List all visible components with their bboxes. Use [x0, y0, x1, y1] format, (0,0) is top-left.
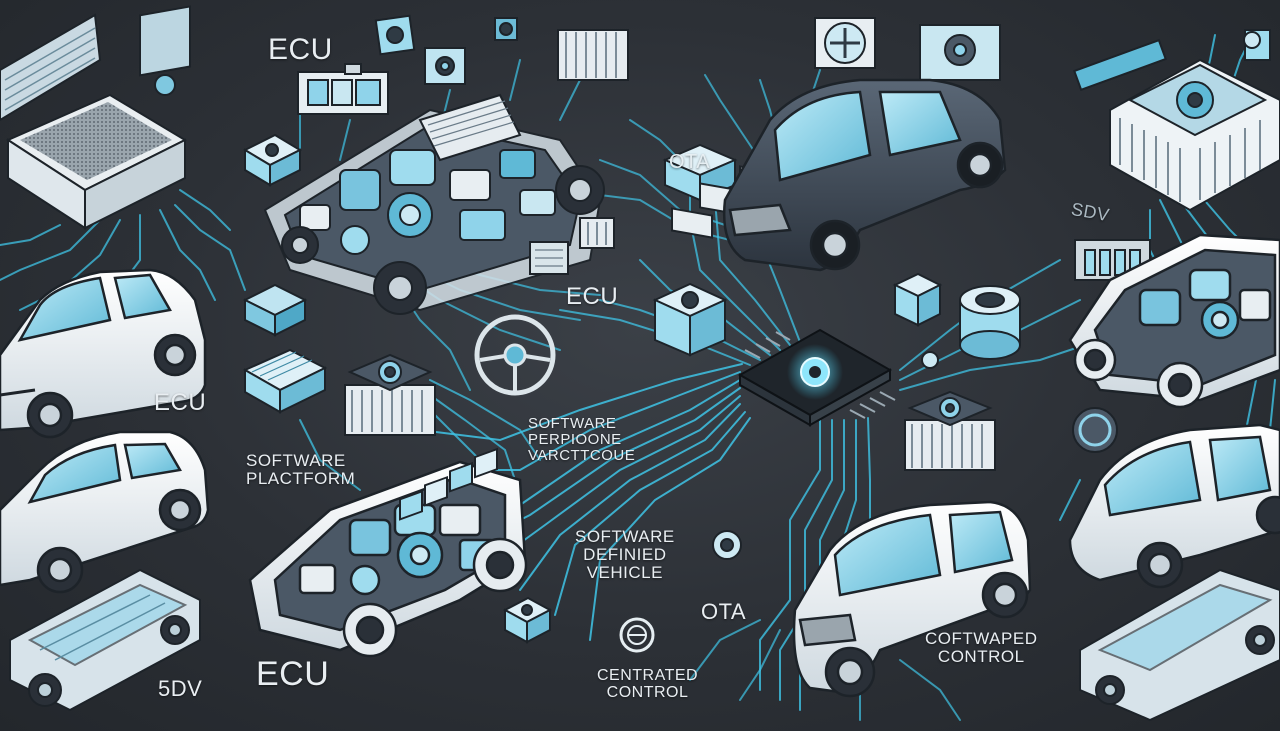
label-software-defined-vehicle: SOFTWARE DEFINIED VEHICLE	[575, 528, 675, 582]
fan-module-icon	[814, 17, 876, 69]
label-ecu-top: ECU	[268, 33, 333, 66]
left-car-2	[0, 430, 210, 594]
right-round-icon	[1072, 407, 1118, 453]
ota-cube-mid	[652, 282, 728, 357]
heatsink-module-top	[557, 29, 629, 81]
battery-module-icon	[297, 63, 389, 115]
steering-wheel-icon	[474, 314, 556, 396]
left-car-1	[0, 268, 207, 439]
processor-module-top	[919, 24, 1001, 81]
left-panel-module	[0, 13, 102, 122]
center-small-icons	[712, 351, 939, 560]
label-sdv-left: 5DV	[158, 676, 203, 701]
right-chassis	[1079, 568, 1280, 722]
heatsink-processor-left	[344, 353, 436, 436]
label-sdv-center-line2: DEFINIED	[583, 544, 667, 564]
cube-chip-1	[242, 283, 308, 337]
bottom-white-sedan	[792, 500, 1032, 698]
right-sedan	[1068, 423, 1280, 589]
label-coftwaped-line1: COFTWAPED	[925, 629, 1038, 648]
small-chip-module-1	[242, 133, 303, 187]
battery-cells	[399, 447, 498, 521]
label-software-perp-line3: VARCTTCOUE	[528, 446, 636, 464]
striped-box-module	[242, 348, 328, 414]
label-ota-top: OTA	[669, 151, 711, 173]
label-sdv-center-line1: SOFTWARE	[575, 527, 675, 546]
label-software-platform-line2: PLACTFORM	[246, 468, 356, 488]
label-coftwaped-line2: CONTROL	[937, 646, 1025, 666]
right-engine-car	[1068, 233, 1280, 409]
label-coftwaped-control: COFTWAPED CONTROL	[925, 630, 1037, 666]
left-ecu-block	[5, 93, 188, 230]
label-ecu-mid: ECU	[566, 283, 619, 310]
label-software-platform-line1: SOFTWARE	[246, 451, 346, 470]
label-software-platform: SOFTWARE PLACTFORM	[246, 452, 355, 488]
label-centrated-line2: CONTROL	[606, 683, 689, 701]
label-centrated-control: CENTRATED CONTROL	[597, 667, 699, 702]
label-ota-mid: OTA	[701, 599, 747, 624]
fuse-module	[579, 217, 615, 249]
relay-module	[494, 17, 518, 41]
label-software-perpioone: SOFTWARE PERPIOONE VARCTTCOUE	[528, 416, 635, 463]
right-mid-modules	[892, 272, 1021, 360]
label-ecu-left: ECU	[154, 389, 207, 416]
top-modules	[242, 14, 629, 275]
small-chip-module-2	[374, 14, 416, 56]
left-bracket-module	[139, 5, 191, 96]
connector-module	[529, 241, 569, 275]
bottom-engine-car	[248, 460, 528, 658]
mid-left-modules	[242, 283, 556, 436]
label-centrated-line1: CENTRATED	[597, 667, 699, 684]
left-chassis	[9, 568, 201, 712]
small-chip-module-3	[424, 47, 466, 85]
label-sdv-center-line3: VEHICLE	[586, 562, 663, 582]
right-top-heatsink	[1109, 58, 1280, 212]
label-ecu-bottom: ECU	[256, 655, 330, 693]
top-dark-sedan	[723, 78, 1007, 272]
cylinder-module	[959, 285, 1021, 360]
engine-assembly	[263, 93, 605, 315]
bottom-mid-chip	[502, 596, 553, 644]
centrated-control-icon	[619, 617, 655, 653]
central-processor-chip	[737, 328, 896, 427]
label-software-perp-line1: SOFTWARE	[528, 415, 617, 432]
center-heatsink-module	[904, 390, 996, 471]
label-software-perp-line2: PERPIOONE	[528, 430, 622, 448]
right-top-modules	[1073, 29, 1271, 281]
